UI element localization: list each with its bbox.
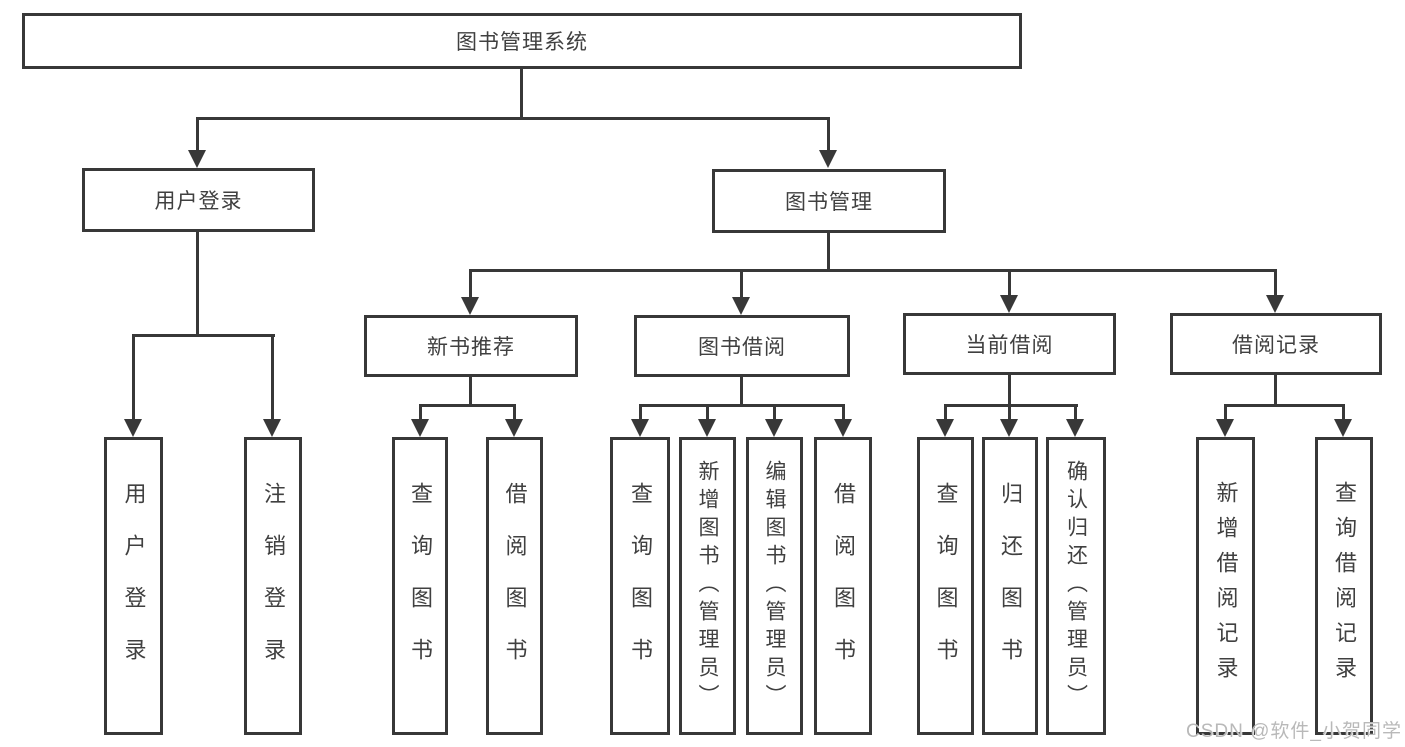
leaf-query-borrow-record-label: 查询借阅记录 (1332, 481, 1357, 691)
connector-arrow-stem (827, 117, 830, 150)
leaf-add-books-admin: 新增图书（管理员） (679, 437, 736, 735)
connector-arrow-stem (419, 404, 422, 419)
connector-arrow-stem (132, 334, 135, 419)
arrow-down-icon (1266, 295, 1284, 313)
arrow-down-icon (698, 419, 716, 437)
arrow-down-icon (461, 297, 479, 315)
leaf-add-books-admin-label: 新增图书（管理员） (696, 460, 719, 712)
leaf-confirm-return-admin: 确认归还（管理员） (1046, 437, 1106, 735)
node-user-login: 用户登录 (82, 168, 315, 232)
arrow-down-icon (1334, 419, 1352, 437)
leaf-return-books-label: 归还图书 (998, 482, 1023, 690)
leaf-query-books-current-label: 查询图书 (933, 482, 959, 690)
connector-current-split (944, 404, 1078, 407)
arrow-down-icon (1000, 295, 1018, 313)
leaf-return-books: 归还图书 (982, 437, 1038, 735)
root-node-label: 图书管理系统 (456, 31, 588, 54)
arrow-down-icon (732, 297, 750, 315)
arrow-down-icon (765, 419, 783, 437)
connector-arrow-stem (944, 404, 947, 419)
leaf-query-borrow-record: 查询借阅记录 (1315, 437, 1373, 735)
connector-arrow-stem (773, 404, 776, 419)
connector-arrow-stem (469, 269, 472, 297)
arrow-down-icon (188, 150, 206, 168)
leaf-borrow-books-recommend-label: 借阅图书 (502, 482, 528, 690)
arrow-down-icon (263, 419, 281, 437)
connector-userlogin-stem (196, 232, 199, 336)
arrow-down-icon (505, 419, 523, 437)
leaf-user-login: 用户登录 (104, 437, 163, 735)
node-borrowing-records-label: 借阅记录 (1232, 334, 1320, 357)
connector-root-stem (520, 69, 523, 118)
arrow-down-icon (411, 419, 429, 437)
node-book-management-label: 图书管理 (785, 191, 873, 214)
connector-recommend-split (419, 404, 516, 407)
connector-recommend-stem (469, 377, 472, 406)
node-book-management: 图书管理 (712, 169, 946, 233)
connector-bookmgmt-split (469, 269, 1277, 272)
connector-arrow-stem (1274, 269, 1277, 295)
arrow-down-icon (631, 419, 649, 437)
arrow-down-icon (1066, 419, 1084, 437)
node-current-borrowing: 当前借阅 (903, 313, 1116, 375)
connector-arrow-stem (740, 269, 743, 297)
connector-arrow-stem (1074, 404, 1077, 419)
leaf-logout-label: 注销登录 (261, 482, 286, 690)
leaf-add-borrow-record: 新增借阅记录 (1196, 437, 1255, 735)
leaf-query-books-recommend: 查询图书 (392, 437, 448, 735)
connector-userlogin-split (132, 334, 275, 337)
csdn-watermark: CSDN @软件_小贺同学 (1186, 721, 1402, 742)
connector-arrow-stem (271, 334, 274, 419)
leaf-logout: 注销登录 (244, 437, 302, 735)
connector-arrow-stem (842, 404, 845, 419)
node-current-borrowing-label: 当前借阅 (965, 334, 1054, 357)
node-new-book-recommend: 新书推荐 (364, 315, 578, 377)
connector-arrow-stem (1342, 404, 1345, 419)
leaf-borrow-books-borrowing: 借阅图书 (814, 437, 872, 735)
leaf-confirm-return-admin-label: 确认归还（管理员） (1064, 460, 1088, 712)
connector-arrow-stem (706, 404, 709, 419)
connector-current-stem (1008, 375, 1011, 406)
connector-borrowing-split (639, 404, 845, 407)
connector-arrow-stem (196, 117, 199, 150)
connector-borrowing-stem (740, 377, 743, 406)
connector-records-split (1224, 404, 1344, 407)
leaf-add-borrow-record-label: 新增借阅记录 (1213, 481, 1239, 691)
connector-arrow-stem (1224, 404, 1227, 419)
arrow-down-icon (1000, 419, 1018, 437)
arrow-down-icon (819, 150, 837, 168)
node-book-borrowing: 图书借阅 (634, 315, 850, 377)
leaf-borrow-books-borrowing-label: 借阅图书 (831, 482, 856, 690)
connector-arrow-stem (513, 404, 516, 419)
node-user-login-label: 用户登录 (154, 190, 243, 213)
arrow-down-icon (936, 419, 954, 437)
leaf-query-books-borrowing: 查询图书 (610, 437, 670, 735)
connector-bookmgmt-stem (827, 233, 830, 272)
arrow-down-icon (1216, 419, 1234, 437)
leaf-query-books-borrowing-label: 查询图书 (628, 482, 653, 690)
arrow-down-icon (124, 419, 142, 437)
node-new-book-recommend-label: 新书推荐 (427, 336, 515, 359)
node-book-borrowing-label: 图书借阅 (698, 336, 786, 359)
connector-arrow-stem (639, 404, 642, 419)
leaf-edit-books-admin-label: 编辑图书（管理员） (763, 460, 786, 712)
arrow-down-icon (834, 419, 852, 437)
leaf-edit-books-admin: 编辑图书（管理员） (746, 437, 803, 735)
leaf-borrow-books-recommend: 借阅图书 (486, 437, 543, 735)
node-borrowing-records: 借阅记录 (1170, 313, 1382, 375)
root-node-library-system: 图书管理系统 (22, 13, 1022, 69)
connector-arrow-stem (1008, 269, 1011, 295)
connector-root-split (196, 117, 830, 120)
connector-arrow-stem (1008, 404, 1011, 419)
leaf-query-books-current: 查询图书 (917, 437, 974, 735)
connector-records-stem (1274, 375, 1277, 406)
leaf-query-books-recommend-label: 查询图书 (408, 482, 433, 690)
leaf-user-login-label: 用户登录 (121, 482, 147, 690)
